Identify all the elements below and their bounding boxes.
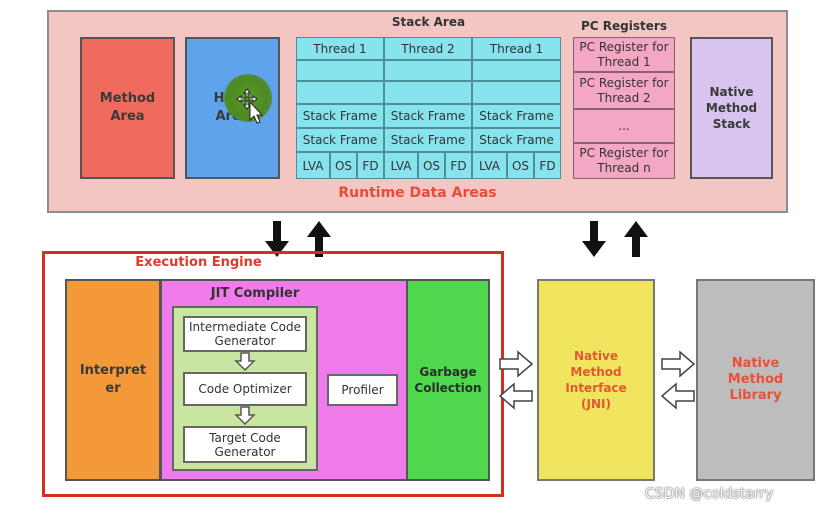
interpreter-label: Interpreter [79,363,147,396]
os-cell: OS [507,152,534,179]
move-cursor-icon [236,88,264,124]
stack-frame-cell: Stack Frame [296,104,384,128]
stack-empty-cell [472,81,561,104]
execution-engine-label: Execution Engine [135,254,262,270]
garbage-collection-label: Garbage Collection [414,365,482,395]
native-method-library-box: Native Method Library [696,279,815,481]
watermark: CSDN @coldstarry [645,486,774,502]
jit-compiler-title: JIT Compiler [210,285,300,301]
pc-register-cell: PC Register for Thread 1 [573,37,675,72]
bidirectional-arrow-icon [660,350,696,410]
stack-empty-cell [384,81,472,104]
thread-header: Thread 2 [384,37,472,60]
stack-area-title: Stack Area [391,15,466,29]
intermediate-code-generator-box: Intermediate Code Generator [183,316,307,352]
pc-register-cell: PC Register for Thread n [573,143,675,179]
thread-header: Thread 1 [472,37,561,60]
stack-empty-cell [472,60,561,81]
os-cell: OS [418,152,445,179]
cursor-highlight [224,74,272,122]
native-method-interface-label: Native Method Interface (JNI) [565,349,627,411]
execution-engine-frame [42,251,504,497]
interpreter-box: Interpreter [65,279,161,481]
stack-area-grid: Thread 1 Stack Frame Stack Frame LVA OS … [296,37,561,179]
down-arrow-icon [234,406,256,426]
stack-frame-cell: Stack Frame [472,128,561,152]
stack-empty-cell [296,60,384,81]
fd-cell: FD [357,152,384,179]
fd-cell: FD [534,152,561,179]
stack-empty-cell [296,81,384,104]
bidirectional-arrow-icon [265,221,331,257]
lva-cell: LVA [384,152,418,179]
pc-register-cell: PC Register for Thread 2 [573,72,675,109]
runtime-data-areas-label: Runtime Data Areas [338,185,497,201]
thread-header: Thread 1 [296,37,384,60]
stack-frame-cell: Stack Frame [472,104,561,128]
target-code-generator-box: Target Code Generator [183,426,307,463]
native-method-interface-box: Native Method Interface (JNI) [537,279,655,481]
os-cell: OS [330,152,357,179]
stack-frame-cell: Stack Frame [384,104,472,128]
pc-registers-title: PC Registers [581,19,667,33]
profiler-box: Profiler [327,374,398,406]
native-method-stack-label: Native Method Stack [705,85,758,131]
bidirectional-arrow-icon [498,350,534,410]
bidirectional-arrow-icon [582,221,648,257]
garbage-collection-box: Garbage Collection [406,279,490,481]
stack-frame-cell: Stack Frame [296,128,384,152]
pc-register-ellipsis: ... [573,109,675,143]
lva-cell: LVA [296,152,330,179]
code-optimizer-box: Code Optimizer [183,372,307,406]
stack-frame-cell: Stack Frame [384,128,472,152]
down-arrow-icon [234,352,256,372]
lva-cell: LVA [472,152,507,179]
stack-empty-cell [384,60,472,81]
native-method-stack-box: Native Method Stack [690,37,773,179]
native-method-library-label: Native Method Library [727,356,784,403]
method-area-label: Method Area [99,91,156,124]
fd-cell: FD [445,152,472,179]
method-area-box: Method Area [80,37,175,179]
